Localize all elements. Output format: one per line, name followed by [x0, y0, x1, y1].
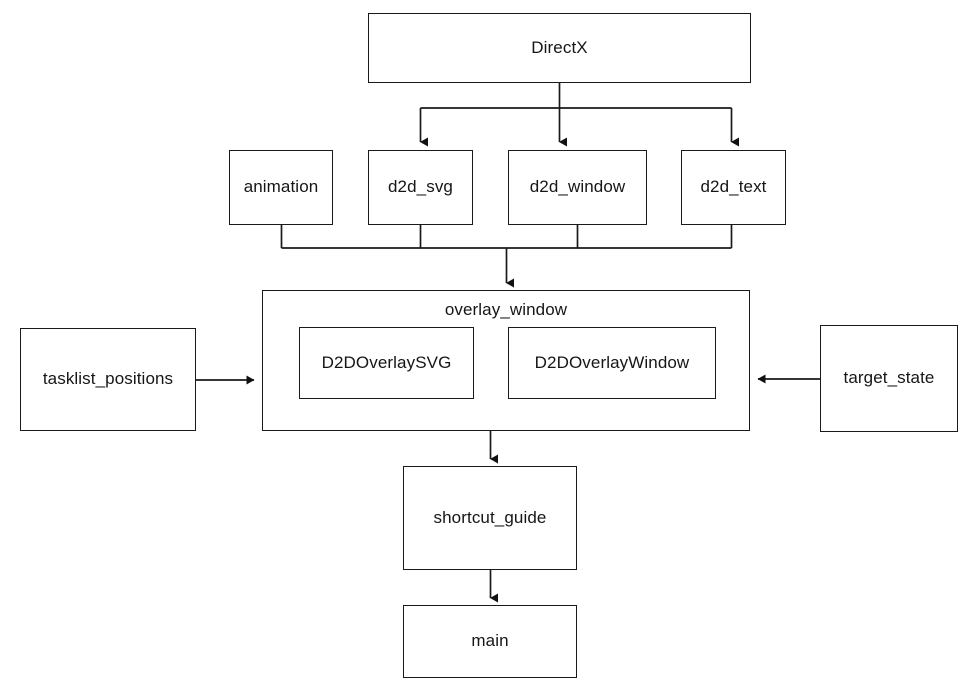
node-d2d-text[interactable]: d2d_text	[681, 150, 786, 225]
node-d2d-overlay-svg-label: D2DOverlaySVG	[321, 352, 452, 372]
node-d2d-overlay-svg[interactable]: D2DOverlaySVG	[299, 327, 474, 399]
node-directx-label: DirectX	[531, 37, 588, 57]
node-d2d-window[interactable]: d2d_window	[508, 150, 647, 225]
node-shortcut-guide-label: shortcut_guide	[433, 507, 547, 527]
node-animation-label: animation	[243, 177, 319, 197]
node-d2d-window-label: d2d_window	[529, 177, 626, 197]
node-d2d-overlay-window-label: D2DOverlayWindow	[534, 352, 690, 372]
node-main[interactable]: main	[403, 605, 577, 678]
node-animation[interactable]: animation	[229, 150, 333, 225]
node-overlay-window[interactable]: overlay_window	[262, 290, 750, 431]
node-overlay-window-label: overlay_window	[444, 300, 568, 319]
node-d2d-svg-label: d2d_svg	[388, 177, 453, 197]
node-d2d-overlay-window[interactable]: D2DOverlayWindow	[508, 327, 716, 399]
node-d2d-svg[interactable]: d2d_svg	[368, 150, 473, 225]
node-target-state-label: target_state	[843, 368, 935, 388]
node-shortcut-guide[interactable]: shortcut_guide	[403, 466, 577, 570]
node-target-state[interactable]: target_state	[820, 325, 958, 432]
node-tasklist-positions-label: tasklist_positions	[42, 369, 174, 389]
node-main-label: main	[471, 631, 509, 651]
node-directx[interactable]: DirectX	[368, 13, 751, 83]
node-tasklist-positions[interactable]: tasklist_positions	[20, 328, 196, 431]
node-d2d-text-label: d2d_text	[700, 177, 767, 197]
